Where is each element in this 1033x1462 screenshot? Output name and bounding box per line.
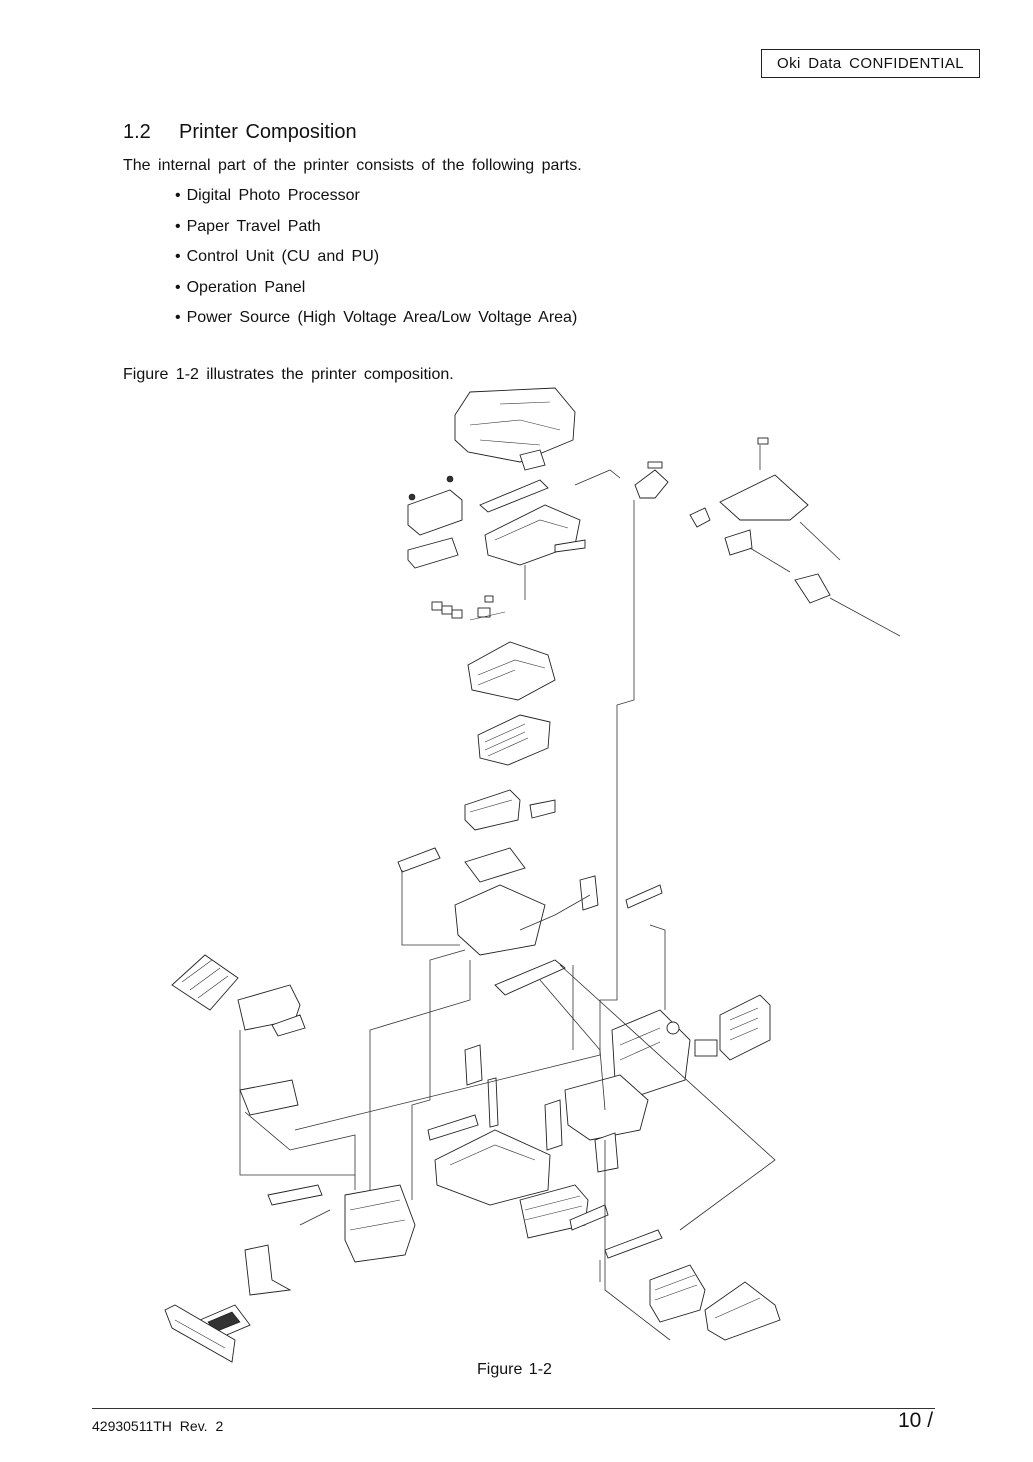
control-board-part [719, 994, 771, 1061]
upper-left-assembly [407, 475, 463, 569]
figure-caption: Figure 1-2 [477, 1361, 552, 1378]
figure-reference: Figure 1-2 illustrates the printer compo… [123, 366, 454, 383]
duplex-unit-part [649, 1264, 781, 1341]
section-heading: 1.2 Printer Composition [123, 121, 357, 144]
list-item: Digital Photo Processor [175, 186, 577, 217]
document-id: 42930511TH Rev. 2 [92, 1418, 224, 1434]
frame-assembly-part [479, 479, 586, 566]
top-cover-part [454, 387, 576, 471]
base-frame-part [427, 1044, 649, 1206]
operation-panel-part [199, 1244, 292, 1341]
page-number: 10 / [898, 1409, 934, 1432]
section-number: 1.2 [123, 121, 151, 143]
confidential-label: Oki Data CONFIDENTIAL [761, 49, 980, 78]
footer-divider [92, 1408, 935, 1409]
toner-cartridges-part [477, 714, 551, 766]
paper-feed-assembly [171, 954, 306, 1116]
section-title: Printer Composition [179, 121, 357, 143]
list-item: Power Source (High Voltage Area/Low Volt… [175, 308, 578, 339]
middle-chassis-part [397, 789, 663, 996]
parts-list: Digital Photo Processor Paper Travel Pat… [175, 186, 578, 339]
fuser-unit-part [519, 1184, 663, 1259]
leader-lines [239, 445, 841, 1341]
list-item: Control Unit (CU and PU) [175, 247, 577, 278]
list-item: Paper Travel Path [175, 217, 577, 248]
drive-shaft-assembly [574, 437, 901, 637]
image-drum-unit-part [467, 641, 556, 701]
list-item: Operation Panel [175, 278, 577, 309]
power-supply-part [611, 1009, 718, 1096]
intro-paragraph: The internal part of the printer consist… [123, 157, 582, 174]
led-head-assembly [431, 595, 506, 621]
side-frame-part [267, 1184, 416, 1263]
front-cover-part [164, 1304, 236, 1363]
